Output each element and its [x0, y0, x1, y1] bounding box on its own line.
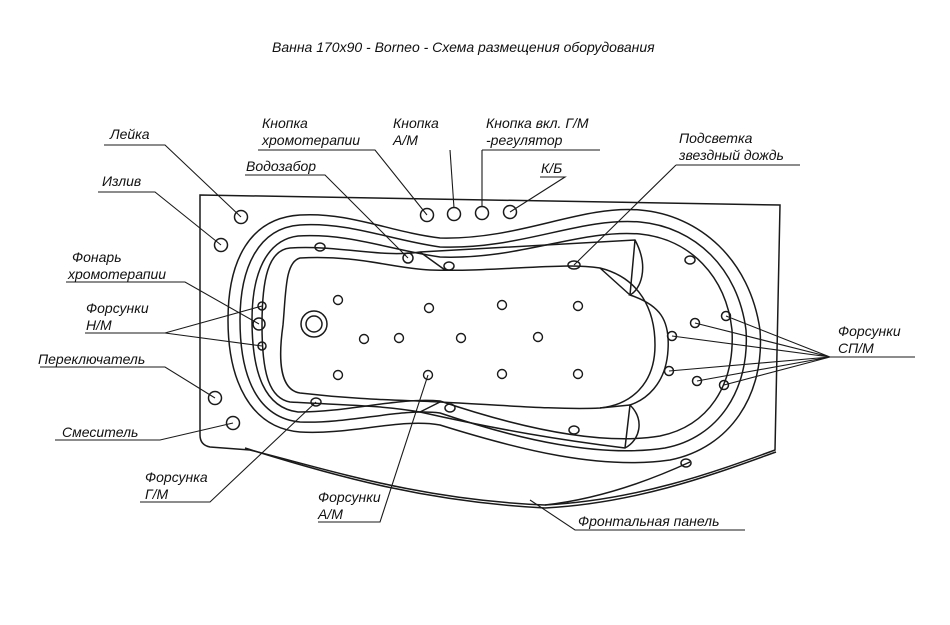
air-jet [423, 302, 435, 314]
side-jet-1 [689, 317, 701, 329]
jet-bottom-mid [444, 403, 456, 413]
basin-floor [279, 256, 656, 410]
chromo-lamp [252, 317, 266, 331]
basin-ring-3 [251, 232, 733, 440]
leader-podsvetka [573, 164, 800, 266]
label-fonar-2: хромотерапии [67, 266, 166, 282]
seat-step-contour [261, 239, 669, 449]
side-jet-2 [720, 310, 732, 322]
label-am-2: А/М [317, 506, 343, 522]
leader-kb [509, 176, 567, 213]
jet-top-mid [443, 261, 455, 271]
jet-top-left [314, 242, 326, 252]
label-gm-1: Форсунка [145, 469, 208, 485]
label-vodozabor: Водозабор [246, 158, 316, 174]
handshower-fitting [233, 209, 249, 225]
starlight-lamp [567, 260, 581, 270]
side-jet-5 [691, 375, 703, 387]
label-nm-2: Н/М [86, 317, 112, 333]
label-knopka-chromo-1: Кнопка [262, 115, 308, 131]
air-jet [572, 300, 584, 312]
air-jet [496, 299, 508, 311]
leader-sp [668, 315, 915, 386]
leader-nm [85, 305, 263, 347]
label-sp-2: СП/М [838, 340, 874, 356]
label-frontal: Фронтальная панель [578, 513, 719, 529]
label-kb: К/Б [541, 160, 562, 176]
drain [300, 310, 328, 338]
air-jet [455, 332, 467, 344]
water-intake [402, 252, 414, 264]
basin-ring-2 [239, 220, 748, 452]
air-jet [358, 333, 370, 345]
side-jet-3 [666, 330, 678, 342]
air-jet [532, 331, 544, 343]
leader-smesitel [55, 422, 234, 441]
leader-pereklyuchatel [40, 366, 216, 399]
airmassage-button [446, 206, 462, 222]
jet-bottom-right [568, 425, 580, 435]
side-jet-6 [718, 379, 730, 391]
label-knopka-am-2: А/М [392, 132, 418, 148]
label-knopka-chromo-2: хромотерапии [261, 132, 360, 148]
air-jet [393, 332, 405, 344]
label-knopka-vkl-2: -регулятор [486, 132, 563, 148]
spout-fitting [213, 237, 229, 253]
leader-izliv [98, 191, 222, 246]
leader-knopka-am [449, 149, 455, 209]
air-jet [572, 368, 584, 380]
drain-inner [305, 315, 323, 333]
label-am-1: Форсунки [318, 489, 381, 505]
label-knopka-vkl-1: Кнопка вкл. Г/М [486, 115, 589, 131]
jet-right-bottom [680, 458, 692, 468]
page-title: Ванна 170х90 - Borneo - Схема размещения… [272, 39, 655, 55]
label-nm-1: Форсунки [86, 300, 149, 316]
leader-frontal [529, 499, 745, 531]
label-izliv: Излив [102, 173, 141, 189]
air-jet [332, 294, 344, 306]
jet-right-top [684, 255, 696, 265]
seat-divider-bottom [419, 401, 631, 449]
mixer-fitting [225, 415, 241, 431]
hydromassage-button [474, 205, 490, 221]
leader-gm [140, 401, 317, 503]
leader-leika [104, 144, 242, 218]
leader-fonar [66, 281, 260, 325]
cold-hot-button [502, 204, 518, 220]
label-smesitel: Смеситель [62, 424, 138, 440]
label-fonar-1: Фонарь [72, 249, 122, 265]
leader-knopka-vkl [481, 149, 600, 207]
front-panel-line-2 [544, 461, 691, 506]
label-sp-1: Форсунки [838, 323, 901, 339]
jet-gm-left [310, 397, 322, 407]
label-knopka-am-1: Кнопка [393, 115, 439, 131]
front-panel-line-1 [244, 447, 777, 509]
jet-nm-top [257, 301, 267, 311]
seat-divider-top [419, 239, 636, 296]
air-jet [496, 368, 508, 380]
chromotherapy-button [419, 207, 435, 223]
air-jet [332, 369, 344, 381]
basin-outer-contour [227, 208, 762, 464]
label-pereklyuchatel: Переключатель [38, 351, 145, 367]
leader-am [318, 374, 429, 523]
bathtub-outer-rim [199, 194, 781, 506]
label-gm-2: Г/М [145, 486, 169, 502]
label-podsvetka-2: звездный дождь [678, 147, 784, 163]
label-podsvetka-1: Подсветка [679, 130, 753, 146]
leader-vodozabor [245, 174, 409, 259]
diverter-fitting [207, 390, 223, 406]
label-leika: Лейка [109, 126, 150, 142]
leader-knopka-chromo [258, 149, 428, 216]
